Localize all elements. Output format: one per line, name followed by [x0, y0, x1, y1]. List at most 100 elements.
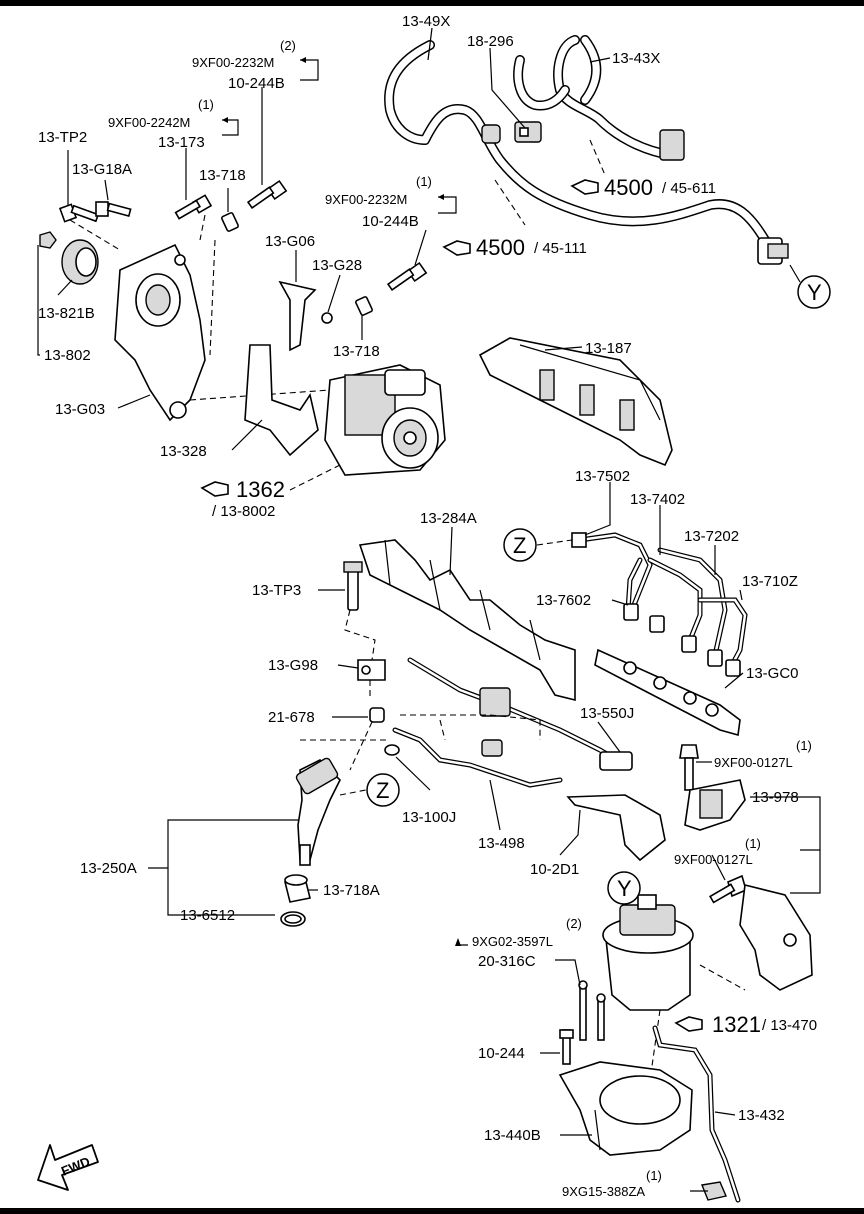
label-ref-4500-a[interactable]: 4500 — [604, 175, 653, 200]
marker-y-bottom[interactable]: Y — [607, 871, 641, 905]
marker-z-bottom[interactable]: Z — [366, 773, 400, 807]
label-13-432[interactable]: 13-432 — [738, 1107, 785, 1124]
bolt-9xf00-0127l-b[interactable] — [709, 874, 747, 904]
bolt-9xf00-0127l-a[interactable] — [679, 744, 699, 791]
clamp-13-g98[interactable] — [357, 659, 386, 681]
cover-13-187[interactable] — [478, 337, 673, 467]
o-ring-13-100j[interactable] — [384, 744, 400, 756]
label-13-g28[interactable]: 13-G28 — [312, 257, 362, 274]
label-13-tp2[interactable]: 13-TP2 — [38, 129, 87, 146]
dowel-13-718-b[interactable] — [355, 296, 373, 316]
label-13-7202[interactable]: 13-7202 — [684, 528, 739, 545]
label-13-328[interactable]: 13-328 — [160, 443, 207, 460]
bolt-10-244b-a[interactable] — [246, 179, 288, 210]
bolt-10-244b-b[interactable] — [386, 261, 428, 292]
label-13-284a[interactable]: 13-284A — [420, 510, 477, 527]
label-13-6512[interactable]: 13-6512 — [180, 907, 235, 924]
label-ref-45-611[interactable]: / 45-611 — [662, 180, 716, 197]
bracket-13-328[interactable] — [244, 344, 319, 457]
label-9xf00-2232m-b[interactable]: 9XF00-2232M — [325, 192, 407, 207]
label-20-316c[interactable]: 20-316C — [478, 953, 536, 970]
heat-shield-13-284a[interactable] — [358, 539, 576, 702]
label-13-173[interactable]: 13-173 — [158, 134, 205, 151]
label-13-470[interactable]: / 13-470 — [762, 1017, 817, 1034]
gear-13-821b[interactable] — [61, 239, 99, 285]
label-10-244[interactable]: 10-244 — [478, 1045, 525, 1062]
bolt-13-tp2[interactable] — [58, 203, 100, 223]
label-13-710z[interactable]: 13-710Z — [742, 573, 798, 590]
label-13-gc0[interactable]: 13-GC0 — [746, 665, 799, 682]
seal-13-718a[interactable] — [284, 874, 311, 903]
label-13-tp3[interactable]: 13-TP3 — [252, 582, 301, 599]
label-13-8002[interactable]: / 13-8002 — [212, 503, 275, 520]
label-10-244b-a[interactable]: 10-244B — [228, 75, 285, 92]
label-13-978[interactable]: 13-978 — [752, 789, 799, 806]
sleeve-21-678[interactable] — [369, 707, 385, 723]
fuel-filter-1321[interactable] — [602, 894, 694, 1011]
bolt-10-244[interactable] — [559, 1029, 574, 1065]
label-13-100j[interactable]: 13-100J — [402, 809, 456, 826]
harness-13-7602[interactable] — [625, 557, 643, 613]
label-9xf00-0127l-b[interactable]: 9XF00-0127L — [674, 852, 753, 867]
bracket-10-2d1[interactable] — [566, 794, 666, 862]
label-13-802[interactable]: 13-802 — [44, 347, 91, 364]
label-ref-45-111[interactable]: / 45-111 — [534, 240, 587, 257]
label-13-g03[interactable]: 13-G03 — [55, 401, 105, 418]
marker-y-top[interactable]: Y — [797, 275, 831, 309]
label-13-821b[interactable]: 13-821B — [38, 305, 95, 322]
label-10-2d1[interactable]: 10-2D1 — [530, 861, 579, 878]
label-21-678[interactable]: 21-678 — [268, 709, 315, 726]
label-13-498[interactable]: 13-498 — [478, 835, 525, 852]
bracket-13-g03[interactable] — [114, 243, 206, 422]
label-18-296[interactable]: 18-296 — [467, 33, 514, 50]
pipe-13-432[interactable] — [652, 1025, 741, 1203]
bracket-13-g06[interactable] — [278, 280, 333, 352]
pipe-13-498[interactable] — [392, 727, 563, 788]
harness-13-710z[interactable] — [697, 597, 748, 668]
label-13-718-a[interactable]: 13-718 — [199, 167, 246, 184]
label-13-718-b[interactable]: 13-718 — [333, 343, 380, 360]
bracket-lower-13-978[interactable] — [739, 884, 813, 991]
dowel-13-718-a[interactable] — [221, 212, 239, 232]
label-13-550j[interactable]: 13-550J — [580, 705, 634, 722]
label-13-43x[interactable]: 13-43X — [612, 50, 660, 67]
harness-13-7502[interactable] — [571, 532, 653, 618]
nut-13-802[interactable] — [39, 231, 57, 249]
label-ref-4500-b[interactable]: 4500 — [476, 235, 525, 260]
bracket-13-978[interactable] — [684, 779, 746, 831]
label-13-7402[interactable]: 13-7402 — [630, 491, 685, 508]
label-9xf00-2242m[interactable]: 9XF00-2242M — [108, 115, 190, 130]
label-13-187[interactable]: 13-187 — [585, 340, 632, 357]
clip-18-296[interactable] — [514, 121, 542, 143]
harness-13-7202[interactable] — [657, 547, 728, 658]
bolt-13-g18a[interactable] — [95, 201, 132, 217]
clip-9xg15-388za[interactable] — [701, 1181, 727, 1201]
label-13-g06[interactable]: 13-G06 — [265, 233, 315, 250]
label-9xf00-2232m-a[interactable]: 9XF00-2232M — [192, 55, 274, 70]
label-13-250a[interactable]: 13-250A — [80, 860, 137, 877]
marker-z-top[interactable]: Z — [503, 528, 537, 562]
injector-13-250a[interactable] — [295, 757, 341, 866]
pipe-13-550j[interactable] — [407, 657, 633, 771]
label-13-g98[interactable]: 13-G98 — [268, 657, 318, 674]
label-13-7502[interactable]: 13-7502 — [575, 468, 630, 485]
label-9xg15-388za[interactable]: 9XG15-388ZA — [562, 1184, 645, 1199]
label-9xf00-0127l-a[interactable]: 9XF00-0127L — [714, 755, 793, 770]
fuel-pipe-13-43x[interactable] — [513, 35, 685, 161]
o-ring-13-6512[interactable] — [280, 911, 306, 927]
label-10-244b-b[interactable]: 10-244B — [362, 213, 419, 230]
harness-13-7402[interactable] — [647, 557, 703, 643]
label-1362[interactable]: 1362 — [236, 477, 285, 502]
common-rail-13-gc0[interactable] — [594, 648, 741, 737]
label-13-718a[interactable]: 13-718A — [323, 882, 380, 899]
bracket-13-440b[interactable] — [558, 1061, 693, 1156]
bolt-20-316c[interactable] — [578, 980, 606, 1041]
bolt-13-173[interactable] — [174, 194, 213, 220]
fuel-pipe-13-49x[interactable] — [384, 40, 789, 265]
label-13-440b[interactable]: 13-440B — [484, 1127, 541, 1144]
label-1321[interactable]: 1321 — [712, 1012, 761, 1037]
label-13-g18a[interactable]: 13-G18A — [72, 161, 132, 178]
label-9xg02-3597l[interactable]: 9XG02-3597L — [472, 934, 553, 949]
label-13-49x[interactable]: 13-49X — [402, 13, 450, 30]
label-13-7602[interactable]: 13-7602 — [536, 592, 591, 609]
